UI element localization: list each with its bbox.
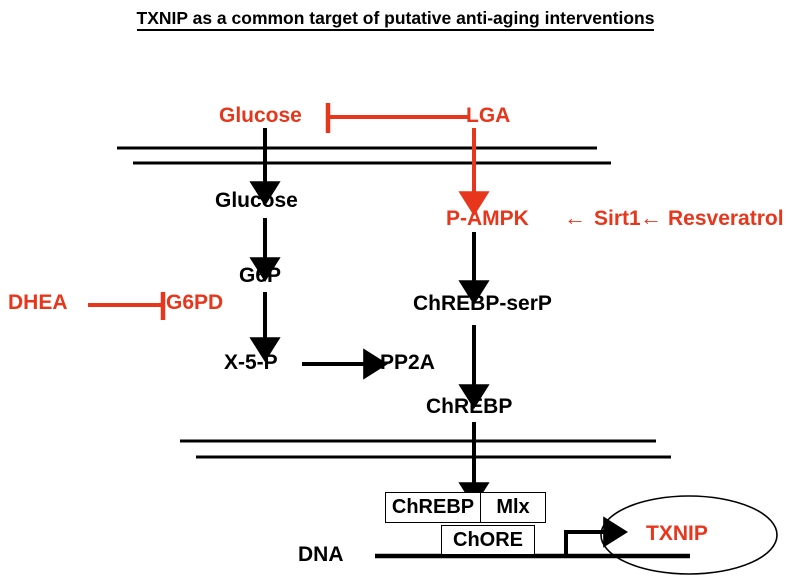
node-glucose-extracellular: Glucose [219, 104, 302, 127]
node-glucose-intracellular: Glucose [215, 189, 298, 212]
promoter-box-chrebp: ChREBP [385, 492, 481, 523]
dhea-inhibits-g6pd-arrow [88, 292, 166, 320]
title-text: TXNIP as a common target of putative ant… [136, 8, 655, 31]
transcription-start-arrow [564, 516, 628, 556]
node-lga: LGA [466, 104, 511, 127]
promoter-box-chore: ChORE [441, 525, 535, 555]
promoter-box-mlx: Mlx [481, 492, 546, 523]
node-p-ampk: P-AMPK [446, 207, 529, 230]
node-resveratrol: Resveratrol [668, 207, 784, 230]
node-g6p: G6P [239, 264, 282, 287]
node-g6pd: G6PD [166, 291, 224, 314]
node-pp2a: PP2A [380, 351, 435, 374]
plasma-membrane [117, 146, 611, 165]
node-dna-label: DNA [298, 543, 344, 566]
node-x5p: X-5-P [224, 351, 278, 374]
node-txnip: TXNIP [646, 522, 708, 545]
nuclear-membrane [180, 439, 671, 459]
lga-inhibits-glucose-arrow [325, 103, 470, 133]
node-dhea: DHEA [8, 291, 68, 314]
node-chrebp-serp: ChREBP-serP [413, 292, 552, 315]
node-sirt1: Sirt1 [594, 207, 641, 230]
node-chrebp: ChREBP [426, 395, 513, 418]
resveratrol-to-sirt1-arrow-glyph: ← [640, 205, 662, 230]
txnip-ellipse [600, 495, 778, 575]
sirt1-to-pampk-arrow-glyph: ← [564, 205, 586, 230]
page-title: TXNIP as a common target of putative ant… [0, 8, 791, 31]
